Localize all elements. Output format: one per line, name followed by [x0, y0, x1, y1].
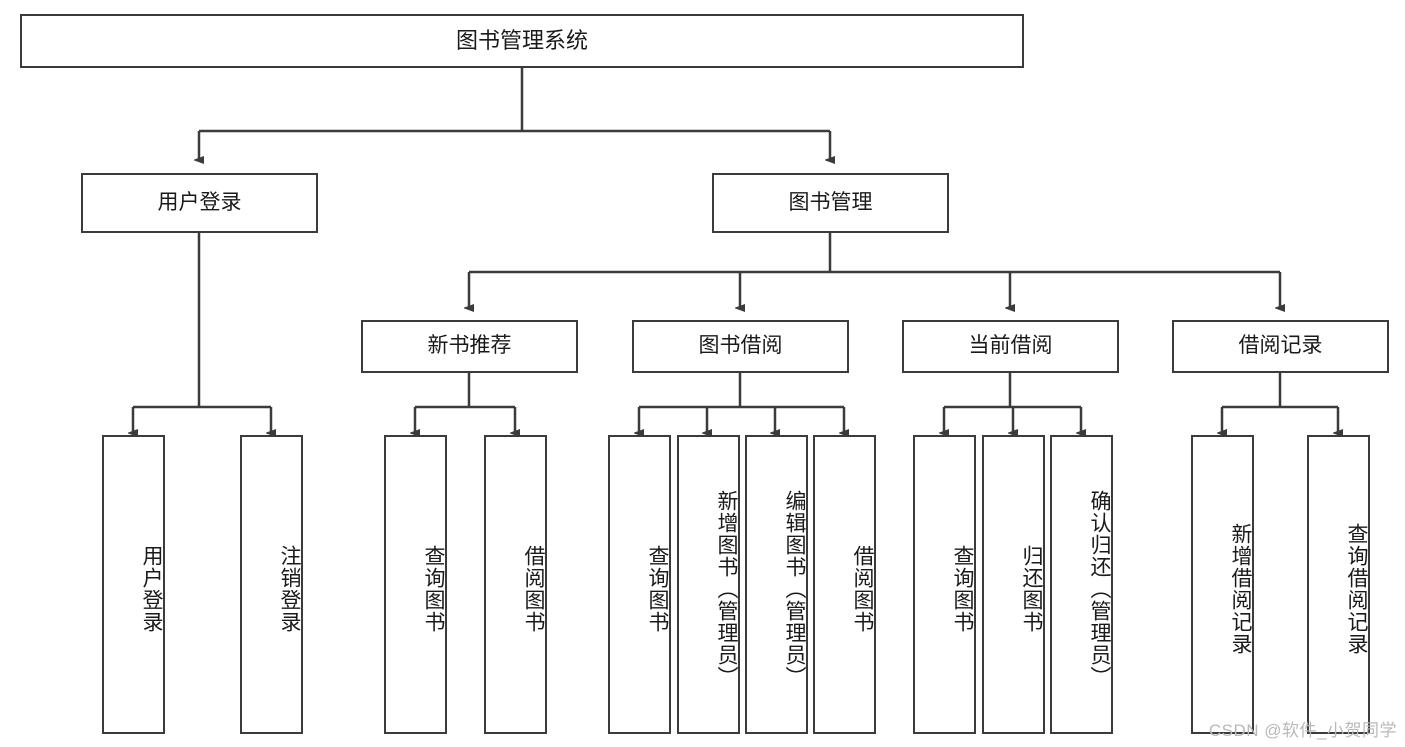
- node-new-book-recommend[interactable]: 新书推荐: [361, 320, 578, 373]
- leaf-label: 查询图书: [646, 544, 669, 633]
- leaf-current-borrow-return[interactable]: 归还图书: [982, 435, 1045, 734]
- leaf-new-book-borrow[interactable]: 借阅图书: [484, 435, 547, 734]
- leaf-book-borrow-borrow[interactable]: 借阅图书: [813, 435, 876, 734]
- leaf-current-borrow-query[interactable]: 查询图书: [913, 435, 976, 734]
- leaf-label: 用户登录: [140, 544, 163, 633]
- leaf-new-book-query[interactable]: 查询图书: [384, 435, 447, 734]
- leaf-label: 归还图书: [1020, 544, 1043, 633]
- leaf-borrow-record-add[interactable]: 新增借阅记录: [1191, 435, 1254, 734]
- leaf-label: 查询图书: [951, 544, 974, 633]
- node-book-management[interactable]: 图书管理: [712, 173, 949, 233]
- leaf-borrow-record-query[interactable]: 查询借阅记录: [1307, 435, 1370, 734]
- leaf-book-borrow-add[interactable]: 新增图书（管理员）: [677, 435, 740, 734]
- leaf-label: 查询借阅记录: [1345, 522, 1368, 655]
- leaf-current-borrow-confirm[interactable]: 确认归还（管理员）: [1050, 435, 1113, 734]
- leaf-label: 新增借阅记录: [1229, 522, 1252, 655]
- node-root-system[interactable]: 图书管理系统: [20, 14, 1024, 68]
- node-book-borrow[interactable]: 图书借阅: [632, 320, 849, 373]
- leaf-label: 查询图书: [422, 544, 445, 633]
- leaf-label: 确认归还（管理员）: [1088, 489, 1111, 688]
- leaf-label: 编辑图书（管理员）: [783, 489, 806, 688]
- leaf-label: 借阅图书: [522, 544, 545, 633]
- leaf-label: 新增图书（管理员）: [715, 489, 738, 688]
- node-current-borrow[interactable]: 当前借阅: [902, 320, 1119, 373]
- leaf-label: 借阅图书: [851, 544, 874, 633]
- leaf-user-login-logout[interactable]: 注销登录: [240, 435, 303, 734]
- node-borrow-record[interactable]: 借阅记录: [1172, 320, 1389, 373]
- leaf-book-borrow-edit[interactable]: 编辑图书（管理员）: [745, 435, 808, 734]
- node-user-login[interactable]: 用户登录: [81, 173, 318, 233]
- leaf-book-borrow-query[interactable]: 查询图书: [608, 435, 671, 734]
- watermark-text: CSDN @软件_小贺同学: [1208, 721, 1397, 740]
- leaf-label: 注销登录: [278, 544, 301, 633]
- leaf-user-login-login[interactable]: 用户登录: [102, 435, 165, 734]
